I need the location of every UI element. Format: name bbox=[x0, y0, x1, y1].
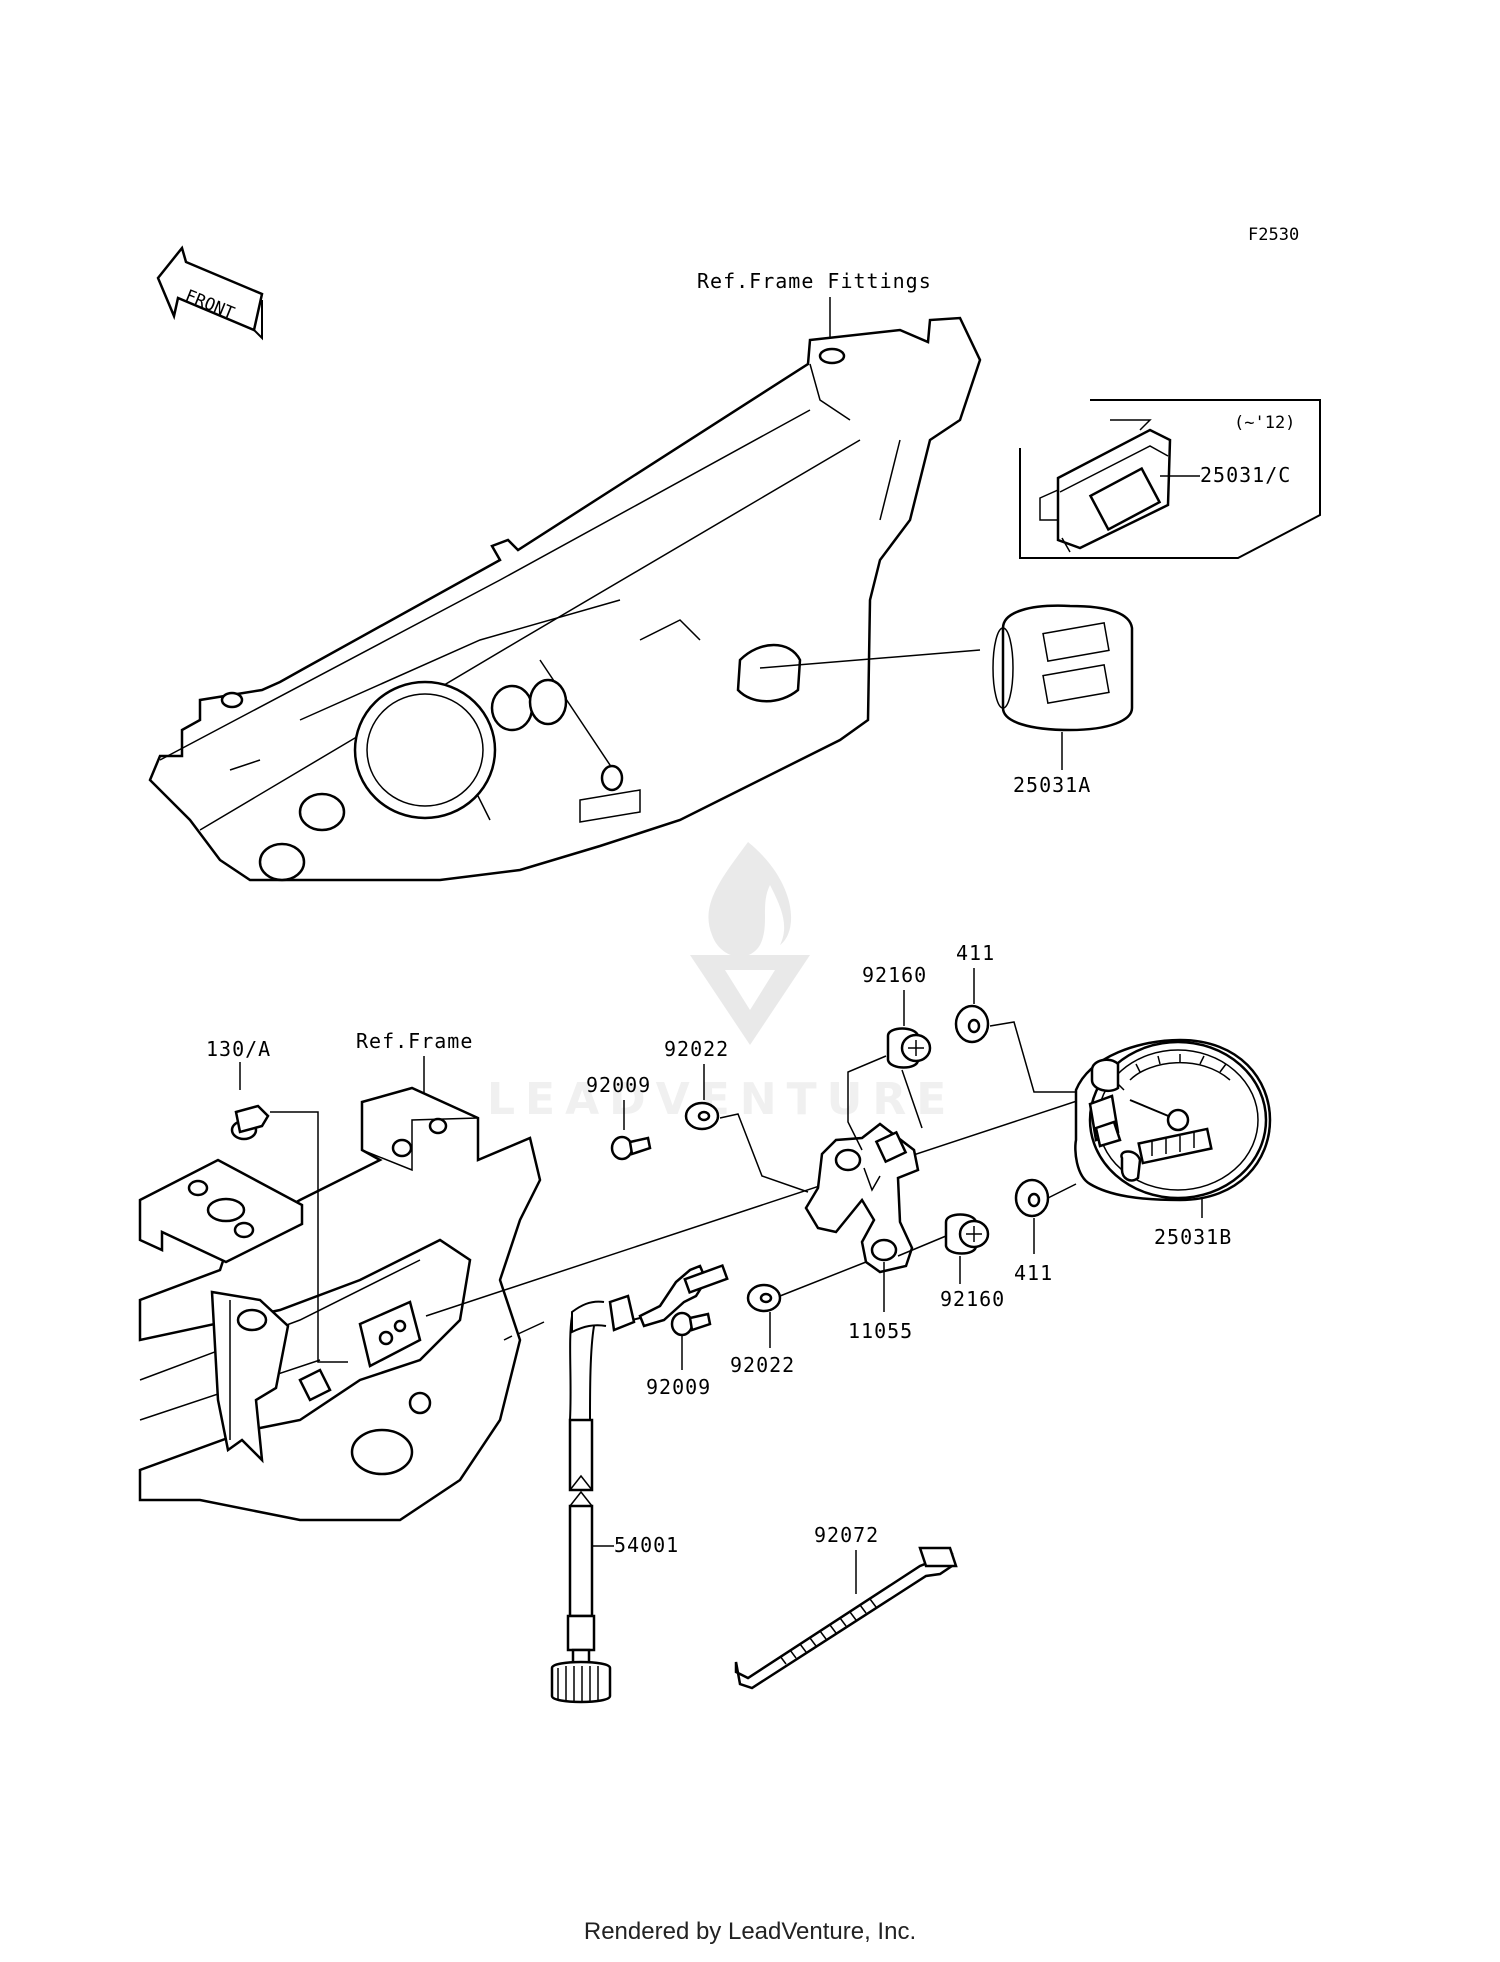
washer-92022-top bbox=[684, 1101, 720, 1131]
dash-panel-cover bbox=[148, 316, 982, 882]
ref-frame-label: Ref.Frame bbox=[356, 1029, 473, 1053]
part-92160-bottom-label: 92160 bbox=[940, 1287, 1005, 1311]
inset-box: (~'12) 25031/C bbox=[1019, 399, 1321, 559]
meter-25031c bbox=[1039, 419, 1172, 553]
part-25031a-label: 25031A bbox=[1013, 773, 1091, 797]
bracket-11055 bbox=[804, 1122, 920, 1274]
washer-411-bottom bbox=[1014, 1178, 1050, 1218]
footer-credit: Rendered by LeadVenture, Inc. bbox=[583, 1918, 917, 1945]
screw-92009-top bbox=[610, 1135, 652, 1161]
bolt-130a bbox=[230, 1104, 270, 1141]
washer-411-top bbox=[954, 1004, 990, 1044]
part-11055-label: 11055 bbox=[848, 1319, 913, 1343]
part-92009-bottom-label: 92009 bbox=[646, 1375, 711, 1399]
figure-code: F2530 bbox=[1248, 225, 1299, 245]
screw-92009-bottom bbox=[670, 1311, 712, 1337]
ref-frame-fittings-label: Ref.Frame Fittings bbox=[697, 269, 932, 293]
washer-92022-bottom bbox=[746, 1283, 782, 1313]
part-411-top-label: 411 bbox=[956, 941, 995, 965]
grommet-92160-top bbox=[886, 1027, 932, 1069]
grommet-92160-bottom bbox=[944, 1213, 990, 1255]
inset-note: (~'12) bbox=[1234, 413, 1295, 433]
speedometer-25031b bbox=[1074, 1038, 1272, 1202]
part-130a-label: 130/A bbox=[206, 1037, 271, 1061]
part-92160-top-label: 92160 bbox=[862, 963, 927, 987]
front-arrow-icon: FRONT bbox=[156, 245, 264, 341]
speedometer-cable-54001 bbox=[503, 1263, 729, 1704]
part-411-bottom-label: 411 bbox=[1014, 1261, 1053, 1285]
part-54001-label: 54001 bbox=[614, 1533, 679, 1557]
part-25031b-label: 25031B bbox=[1154, 1225, 1232, 1249]
meter-25031a bbox=[992, 604, 1134, 732]
part-92072-label: 92072 bbox=[814, 1523, 879, 1547]
part-25031c-label: 25031/C bbox=[1200, 463, 1291, 487]
part-92022-top-label: 92022 bbox=[664, 1037, 729, 1061]
cable-tie-92072 bbox=[734, 1546, 958, 1690]
part-92009-top-label: 92009 bbox=[586, 1073, 651, 1097]
frame-structure bbox=[138, 1086, 542, 1522]
part-92022-bottom-label: 92022 bbox=[730, 1353, 795, 1377]
